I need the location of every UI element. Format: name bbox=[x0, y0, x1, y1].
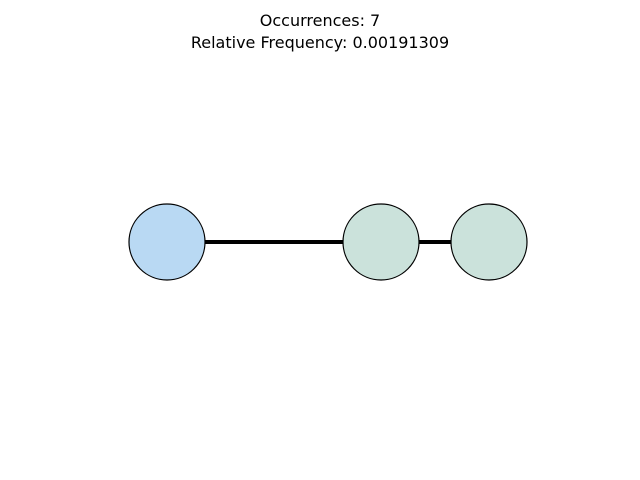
graph-node-2 bbox=[450, 203, 528, 281]
title-relative-frequency: Relative Frequency: 0.00191309 bbox=[190, 33, 450, 52]
title-occurrences: Occurrences: 7 bbox=[259, 11, 381, 30]
graph-node-0 bbox=[128, 203, 206, 281]
graph-node-1 bbox=[342, 203, 420, 281]
